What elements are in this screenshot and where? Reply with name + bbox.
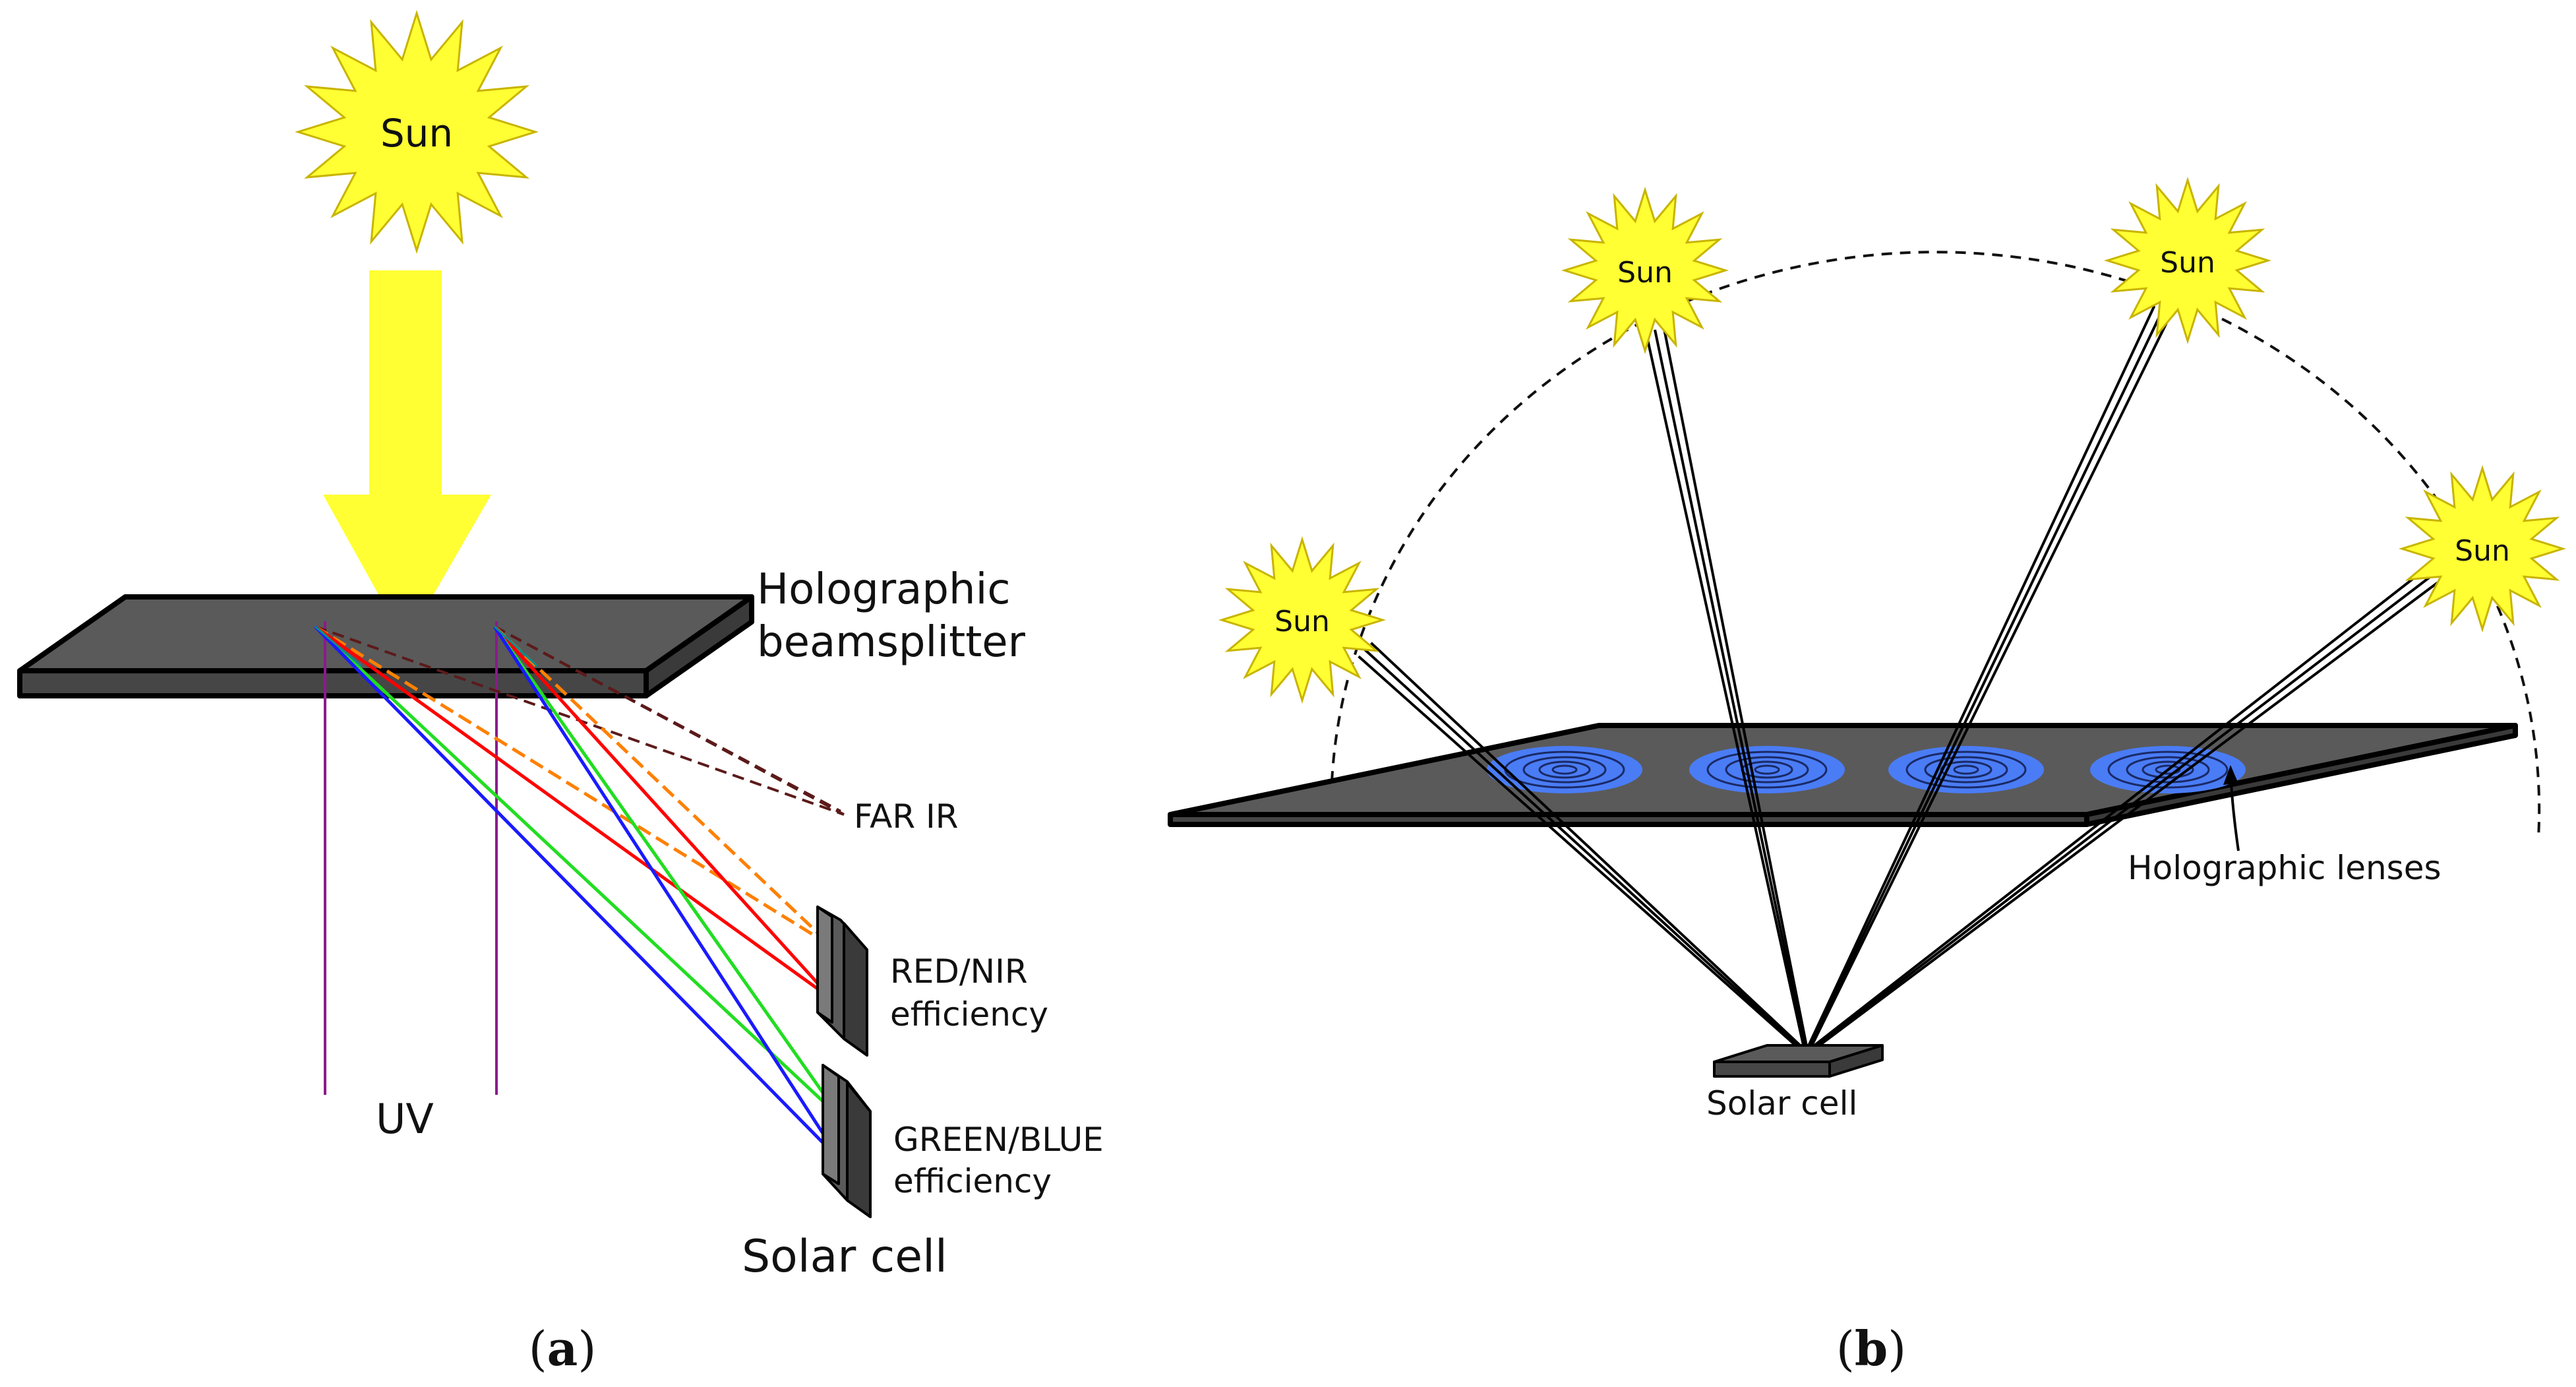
teal-rays	[315, 625, 539, 667]
sunlight-arrow	[323, 270, 491, 643]
sun-ray-3-1	[1807, 313, 2172, 1055]
sun-ray-3-2	[1805, 309, 2164, 1054]
holographic-lens-2	[1689, 746, 1845, 793]
red-nir-label-line1: RED/NIR	[890, 952, 1028, 991]
solar-cell-green-blue	[822, 1064, 872, 1218]
sun-b3-icon	[2103, 176, 2272, 345]
sun-ray-4-1	[1807, 573, 2449, 1056]
sun-b4-label: Sun	[2455, 534, 2510, 568]
sun-a-label: Sun	[380, 111, 453, 156]
beamsplitter-label-line2: beamsplitter	[757, 618, 1026, 667]
holographic-beamsplitter	[17, 594, 754, 698]
beamsplitter-label-line1: Holographic	[757, 565, 1011, 614]
panel-b: Sun Sun Sun Sun Holographic lenses Solar…	[1168, 176, 2567, 1376]
sun-b4-icon	[2398, 464, 2567, 633]
solar-cell-b-label: Solar cell	[1706, 1084, 1857, 1123]
caption-b: (b)	[1836, 1320, 1907, 1376]
green-rays	[314, 625, 843, 1119]
sun-ray-1-3	[1358, 655, 1807, 1056]
holographic-lens-3	[1888, 746, 2044, 793]
lenses-leader-arrowhead	[2223, 765, 2238, 785]
orange-rays	[314, 625, 833, 948]
blue-rays	[314, 625, 843, 1162]
sun-b3-label: Sun	[2160, 246, 2215, 280]
sun-b2-label: Sun	[1617, 256, 1673, 290]
sun-ray-2-1	[1662, 327, 1810, 1053]
sun-a-icon	[294, 9, 539, 255]
caption-a: (a)	[529, 1320, 597, 1376]
solar-cell-a-label: Solar cell	[742, 1231, 947, 1283]
sun-b2-icon	[1561, 186, 1729, 355]
sun-b1-label: Sun	[1274, 605, 1330, 638]
uv-label: UV	[376, 1095, 434, 1143]
holographic-lens-1	[1487, 746, 1642, 793]
holographic-lenses-label: Holographic lenses	[2128, 849, 2441, 887]
far-ir-label: FAR IR	[854, 797, 959, 836]
sun-ray-2-2	[1654, 329, 1808, 1054]
sun-ray-4-3	[1805, 559, 2438, 1053]
red-rays	[314, 625, 833, 1001]
solar-cell-b	[1713, 1044, 1884, 1078]
sun-ray-1-1	[1370, 642, 1809, 1053]
sun-rays-b	[1358, 305, 2449, 1056]
solar-cell-red-nir	[816, 906, 868, 1057]
sun-b1-icon	[1218, 536, 1387, 704]
panel-a: Sun	[17, 9, 1104, 1376]
sun-ray-3-3	[1804, 305, 2156, 1053]
sun-ray-1-2	[1363, 648, 1808, 1055]
red-nir-label-line2: efficiency	[890, 995, 1048, 1033]
green-blue-label-line1: GREEN/BLUE	[893, 1121, 1104, 1159]
green-blue-label-line2: efficiency	[893, 1162, 1052, 1200]
sun-ray-4-2	[1805, 566, 2444, 1055]
sun-ray-2-3	[1644, 331, 1807, 1054]
